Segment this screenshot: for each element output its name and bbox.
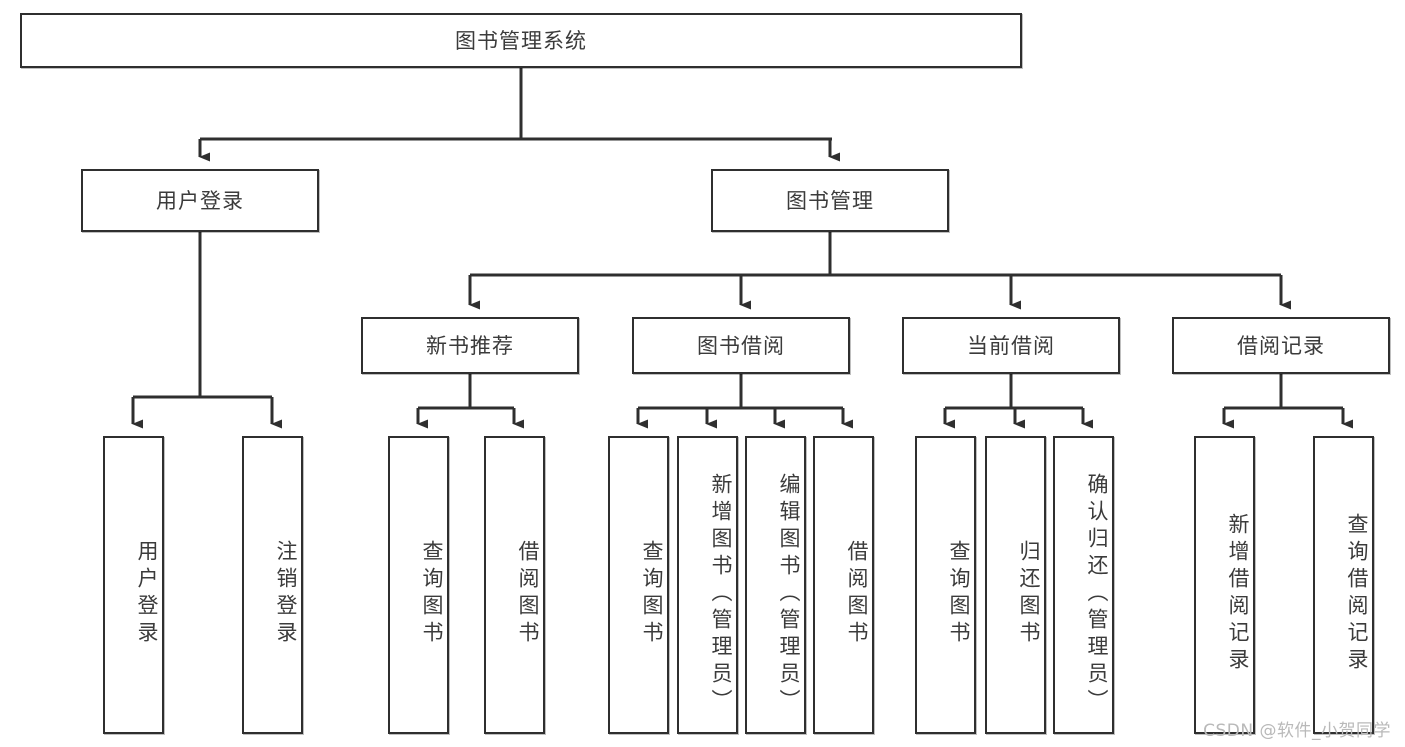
csdn-watermark: CSDN @软件_小贺同学 [1203, 721, 1391, 741]
node-leaf-return-book-label: 归还图书 [1017, 540, 1041, 648]
node-leaf-add-book-label: 新增图书（管理员） [709, 472, 733, 716]
node-leaf-query-book-rec-label: 查询图书 [420, 540, 444, 648]
node-leaf-borrow-book[interactable]: 借阅图书 [813, 436, 874, 734]
node-leaf-confirm-return-label: 确认归还（管理员） [1085, 472, 1109, 716]
node-borrow-record-label: 借阅记录 [1237, 333, 1325, 358]
node-root[interactable]: 图书管理系统 [20, 13, 1022, 68]
node-leaf-query-borrow-record[interactable]: 查询借阅记录 [1313, 436, 1374, 734]
node-leaf-logout-login-label: 注销登录 [274, 540, 298, 648]
node-user-login-label: 用户登录 [156, 188, 244, 213]
node-book-manage-label: 图书管理 [786, 188, 874, 213]
node-borrow-record[interactable]: 借阅记录 [1172, 317, 1390, 374]
node-current-borrow[interactable]: 当前借阅 [902, 317, 1120, 374]
node-leaf-query-borrow-record-label: 查询借阅记录 [1345, 513, 1369, 675]
node-book-borrow[interactable]: 图书借阅 [632, 317, 850, 374]
node-leaf-add-borrow-record-label: 新增借阅记录 [1226, 513, 1250, 675]
node-leaf-query-book-cur-label: 查询图书 [947, 540, 971, 648]
node-book-manage[interactable]: 图书管理 [711, 169, 949, 232]
node-book-borrow-label: 图书借阅 [697, 333, 785, 358]
node-leaf-add-borrow-record[interactable]: 新增借阅记录 [1194, 436, 1255, 734]
node-leaf-user-login[interactable]: 用户登录 [103, 436, 164, 734]
node-new-book-recommend-label: 新书推荐 [426, 333, 514, 358]
node-new-book-recommend[interactable]: 新书推荐 [361, 317, 579, 374]
node-leaf-query-book-borrow[interactable]: 查询图书 [608, 436, 669, 734]
node-user-login[interactable]: 用户登录 [81, 169, 319, 232]
node-leaf-edit-book[interactable]: 编辑图书（管理员） [745, 436, 806, 734]
node-leaf-confirm-return[interactable]: 确认归还（管理员） [1053, 436, 1114, 734]
node-leaf-return-book[interactable]: 归还图书 [985, 436, 1046, 734]
node-current-borrow-label: 当前借阅 [967, 333, 1055, 358]
node-leaf-logout-login[interactable]: 注销登录 [242, 436, 303, 734]
node-leaf-query-book-rec[interactable]: 查询图书 [388, 436, 449, 734]
node-leaf-query-book-borrow-label: 查询图书 [640, 540, 664, 648]
node-leaf-borrow-book-label: 借阅图书 [845, 540, 869, 648]
node-leaf-borrow-book-rec-label: 借阅图书 [516, 540, 540, 648]
node-leaf-add-book[interactable]: 新增图书（管理员） [677, 436, 738, 734]
node-leaf-edit-book-label: 编辑图书（管理员） [777, 472, 801, 716]
node-leaf-query-book-cur[interactable]: 查询图书 [915, 436, 976, 734]
node-leaf-user-login-label: 用户登录 [135, 540, 159, 648]
node-leaf-borrow-book-rec[interactable]: 借阅图书 [484, 436, 545, 734]
node-root-label: 图书管理系统 [455, 28, 587, 53]
